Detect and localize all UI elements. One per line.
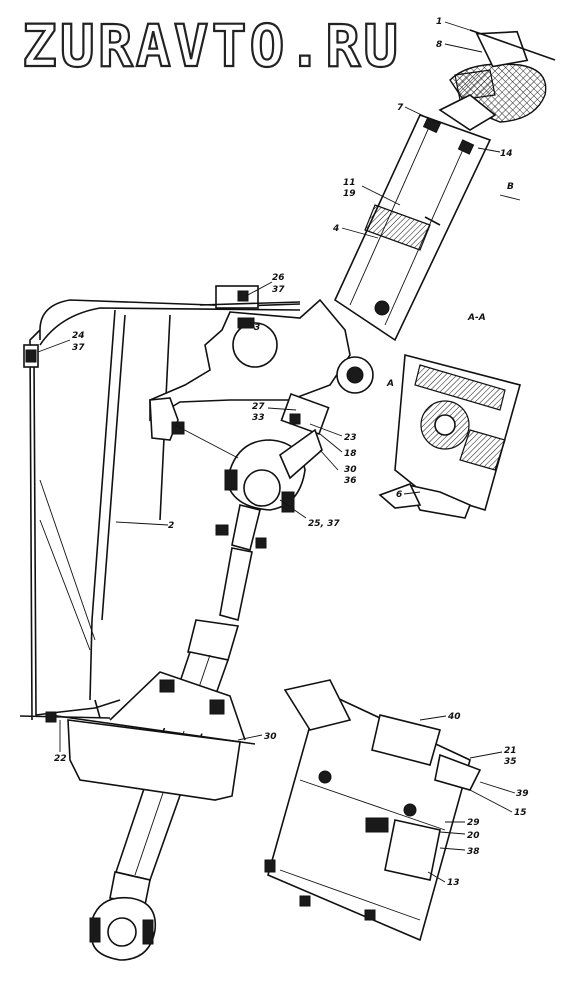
callout-36: 36 bbox=[344, 476, 357, 486]
callout-38: 38 bbox=[467, 847, 480, 857]
view-label-b: B bbox=[507, 182, 514, 192]
callout-19: 19 bbox=[343, 189, 356, 199]
callout-7: 7 bbox=[397, 103, 404, 113]
floor-boot bbox=[45, 671, 256, 801]
callout-21: 21 bbox=[504, 746, 517, 756]
section-label-a-a: A-A bbox=[467, 313, 486, 323]
callout-15: 15 bbox=[514, 808, 527, 818]
watermark-text: ZURAVTO.RU bbox=[22, 12, 401, 80]
cabin-panel bbox=[19, 299, 301, 721]
callout-37-left: 37 bbox=[72, 343, 85, 353]
callout-33: 33 bbox=[252, 413, 265, 423]
bracket-26 bbox=[199, 285, 301, 309]
universal-joint-lower bbox=[89, 896, 157, 961]
callout-23: 23 bbox=[344, 433, 357, 443]
callout-18: 18 bbox=[344, 449, 357, 459]
callout-1: 1 bbox=[436, 17, 442, 27]
callout-3: 3 bbox=[254, 323, 260, 333]
callout-labels: 1 8 7 14 11 19 B 4 26 37 24 37 3 A-A A 2… bbox=[54, 17, 529, 888]
callout-13: 13 bbox=[447, 878, 460, 888]
callout-27: 27 bbox=[252, 402, 265, 412]
callout-35: 35 bbox=[504, 757, 517, 767]
callout-14: 14 bbox=[500, 149, 513, 159]
callout-29: 29 bbox=[467, 818, 480, 828]
bolt-24 bbox=[23, 344, 39, 368]
column-bracket bbox=[149, 298, 374, 441]
universal-joint-upper bbox=[224, 392, 330, 513]
upper-column-tube bbox=[333, 114, 492, 342]
steering-wheel-hub bbox=[438, 29, 556, 131]
callout-6: 6 bbox=[396, 490, 402, 500]
view-b-assembly bbox=[264, 679, 482, 942]
callout-30-lower: 30 bbox=[264, 732, 277, 742]
callout-11: 11 bbox=[343, 178, 356, 188]
callout-30-upper: 30 bbox=[344, 465, 357, 475]
callout-22: 22 bbox=[54, 754, 67, 764]
view-label-a: A bbox=[386, 379, 394, 389]
callout-37-upper: 37 bbox=[272, 285, 285, 295]
leader-lines bbox=[37, 21, 521, 883]
callout-25-37: 25, 37 bbox=[308, 519, 340, 529]
callout-4: 4 bbox=[332, 224, 339, 234]
callout-8: 8 bbox=[436, 40, 442, 50]
callout-26: 26 bbox=[272, 273, 285, 283]
section-a-a bbox=[378, 353, 521, 519]
callout-20: 20 bbox=[467, 831, 480, 841]
callout-2: 2 bbox=[168, 521, 174, 531]
callout-39: 39 bbox=[516, 789, 529, 799]
callout-24: 24 bbox=[72, 331, 85, 341]
callout-40: 40 bbox=[447, 712, 461, 722]
